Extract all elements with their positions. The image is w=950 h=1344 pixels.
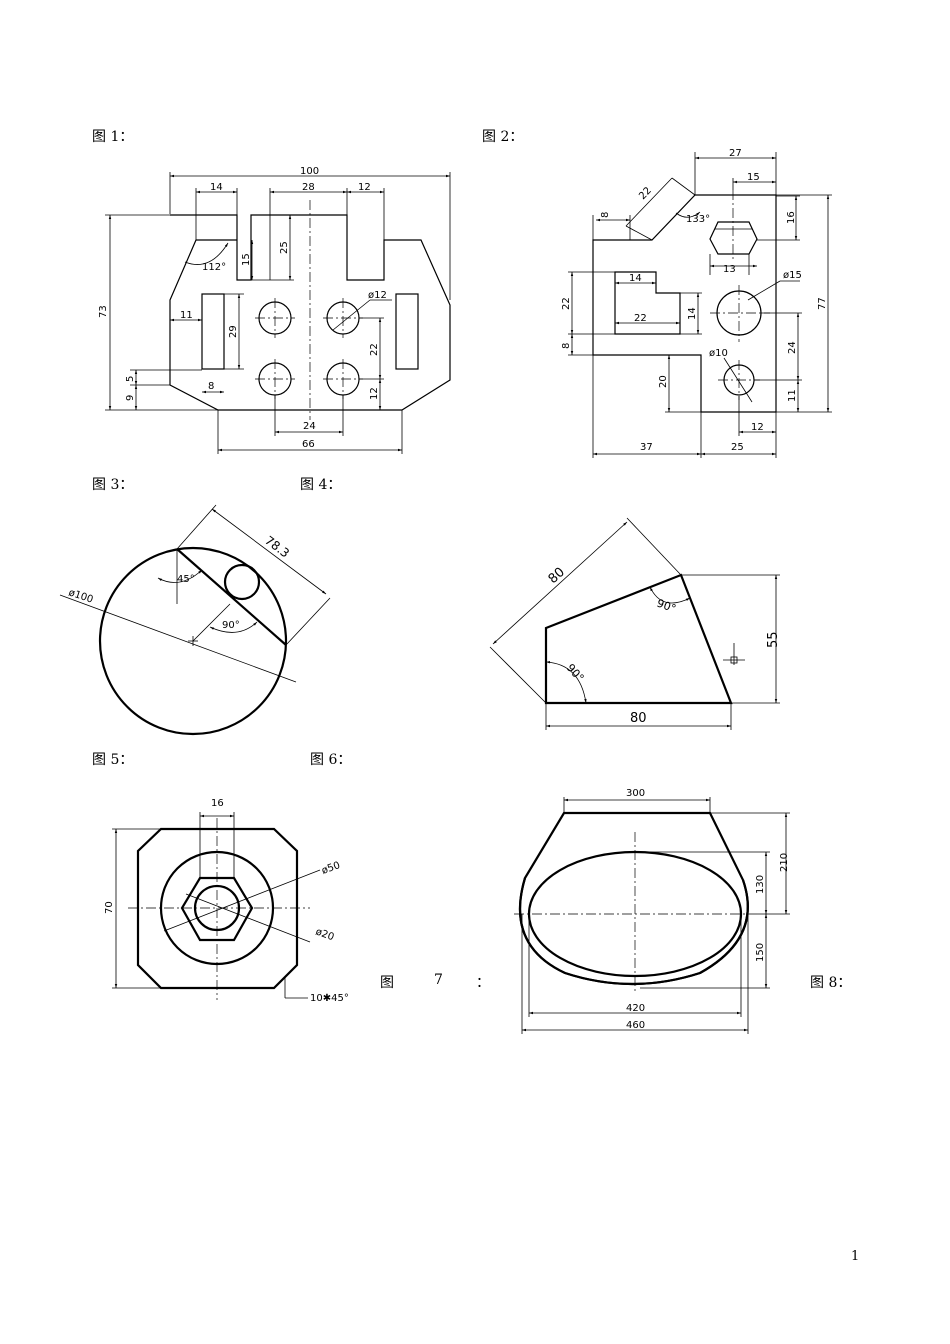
fig3-dim-78-3: 78.3 [262,533,292,560]
fig3-dim-45: 45° [177,574,195,585]
fig1-dim-5: 5 [125,376,136,382]
fig6-dim-150: 150 [755,943,766,962]
fig2-dim-24: 24 [787,341,798,354]
fig1-dim-9: 9 [125,395,136,401]
fig4-dim-80b: 80 [630,711,647,726]
fig6-dim-130: 130 [755,875,766,894]
fig1-dim-28: 28 [302,182,315,193]
fig1-dim-dia12: ø12 [368,290,387,301]
figure-6-drawing: 300 210 130 150 420 460 [514,788,790,1034]
figure-7-caption-b: 7 [434,972,443,988]
fig2-dim-15: 15 [747,172,760,183]
fig3-dim-90: 90° [222,620,240,631]
fig2-dim-27: 27 [729,148,742,159]
fig2-dim-12: 12 [751,422,764,433]
fig5-dim-70: 70 [104,901,115,914]
fig2-dim-8b: 8 [561,343,572,349]
fig2-dim-22c: 22 [634,313,647,324]
fig1-dim-100: 100 [300,166,319,177]
fig1-dim-22: 22 [369,343,380,356]
fig2-dim-77: 77 [817,297,828,310]
fig1-dim-29: 29 [228,325,239,338]
figure-2-drawing: 27 15 22 8 133° 16 13 77 14 ø15 22 22 14… [561,148,832,458]
fig2-dim-37: 37 [640,442,653,453]
fig6-dim-460: 460 [626,1020,645,1031]
figure-6-caption: 图 6： [310,752,352,768]
fig1-dim-14: 14 [210,182,223,193]
fig2-dim-14b: 14 [687,307,698,320]
fig1-dim-15: 15 [241,253,252,266]
fig2-dim-11: 11 [787,389,798,402]
fig1-dim-12b: 12 [369,387,380,400]
fig4-dim-80a: 80 [546,565,568,587]
fig1-dim-12: 12 [358,182,371,193]
figure-1-caption: 图 1： [92,129,134,145]
fig2-dim-22b: 22 [561,297,572,310]
fig2-dim-133: 133° [686,214,710,225]
fig2-dim-25: 25 [731,442,744,453]
fig2-dim-20: 20 [658,375,669,388]
fig1-dim-24: 24 [303,421,316,432]
fig2-dim-dia15: ø15 [783,270,802,281]
figure-3-drawing: ø100 78.3 45° 90° [59,504,331,736]
fig1-dim-73: 73 [98,305,109,318]
fig2-dim-16: 16 [786,211,797,224]
figure-5-caption: 图 5： [92,752,134,768]
fig1-dim-8: 8 [208,381,214,392]
fig6-dim-300: 300 [626,788,645,799]
fig5-dim-16: 16 [211,798,224,809]
figure-3-caption: 图 3： [92,477,134,493]
page-number: 1 [851,1249,860,1264]
fig1-dim-66: 66 [302,439,315,450]
fig2-dim-8a: 8 [600,212,611,218]
fig1-dim-25: 25 [279,241,290,254]
fig2-dim-dia10: ø10 [709,348,728,359]
figure-7-caption-c: ： [476,975,490,991]
fig5-dim-dia50: ø50 [320,860,341,877]
fig4-dim-90a: 90° [655,597,678,616]
figure-4-drawing: 80 90° 90° 55 80 [489,517,781,730]
fig6-dim-420: 420 [626,1003,645,1014]
figure-1-drawing: 100 14 28 12 73 112° 15 25 ø12 11 29 22 … [98,166,451,454]
fig5-dim-dia20: ø20 [314,926,335,943]
fig2-dim-14a: 14 [629,273,642,284]
figure-8-caption: 图 8： [810,975,852,991]
fig4-dim-90b: 90° [564,661,587,684]
fig2-dim-13: 13 [723,264,736,275]
fig5-dim-chamfer: 10✱45° [310,993,349,1004]
figure-4-caption: 图 4： [300,477,342,493]
figure-7-caption-a: 图 [380,975,394,991]
figure-5-drawing: 16 70 ø50 ø20 10✱45° [104,798,349,1004]
fig1-dim-112: 112° [202,262,226,273]
fig6-dim-210: 210 [779,853,790,872]
figure-2-caption: 图 2： [482,129,524,145]
fig4-dim-55: 55 [766,631,781,648]
fig1-dim-11: 11 [180,310,193,321]
